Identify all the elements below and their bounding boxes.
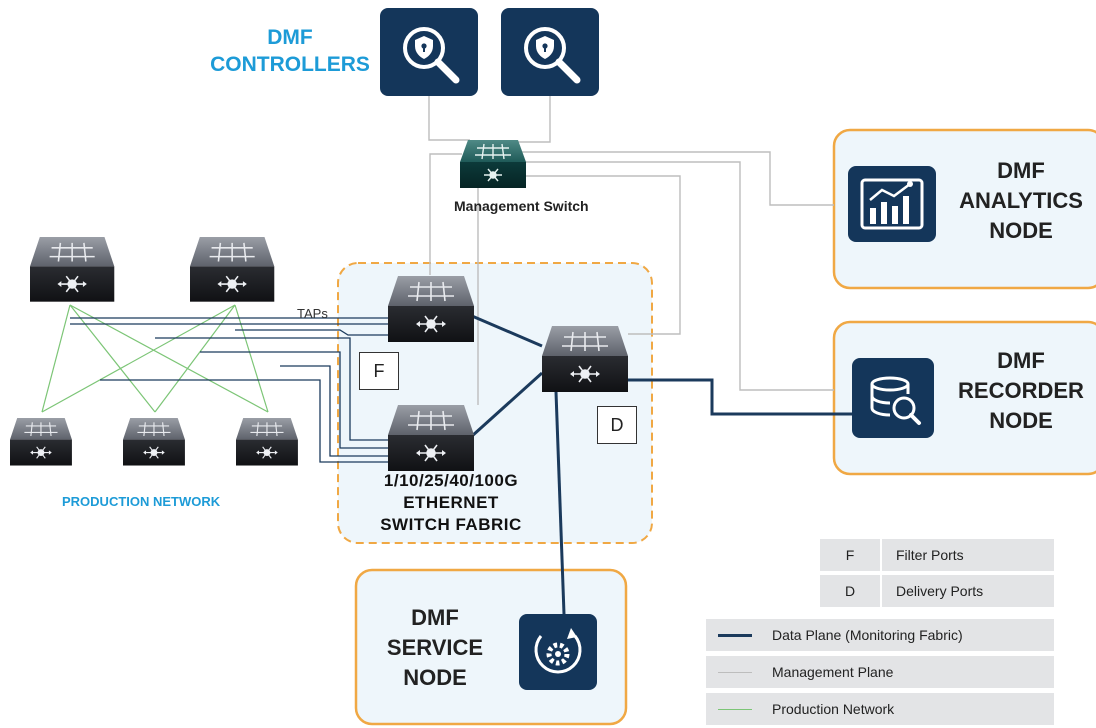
legend-separator xyxy=(880,575,882,607)
taps-label: TAPs xyxy=(297,306,328,321)
delivery-port-marker: D xyxy=(597,406,637,444)
controller-icon[interactable] xyxy=(380,8,478,96)
production-network-label: PRODUCTION NETWORK xyxy=(62,494,221,509)
database-search-icon xyxy=(852,358,934,438)
legend-line-production-network xyxy=(718,708,752,710)
production-switch[interactable] xyxy=(122,417,186,467)
controller-icon[interactable] xyxy=(501,8,599,96)
analytics-node-title: DMF ANALYTICS NODE xyxy=(959,158,1083,243)
production-switch[interactable] xyxy=(189,236,276,303)
filter-port-marker: F xyxy=(359,352,399,390)
production-switch[interactable] xyxy=(9,417,73,467)
production-network-links xyxy=(41,304,269,413)
legend-line-data-plane xyxy=(718,633,752,637)
legend-line-management-plane xyxy=(718,671,752,673)
legend-text: Filter Ports xyxy=(896,547,964,563)
gear-refresh-icon xyxy=(519,614,597,690)
filter-switch[interactable] xyxy=(387,404,475,472)
legend-key: D xyxy=(844,583,856,599)
analytics-chart-icon xyxy=(848,166,936,242)
legend-row-management-plane: Management Plane xyxy=(706,656,1054,688)
legend-row-filter-ports: F Filter Ports xyxy=(820,539,1054,571)
legend-key: F xyxy=(845,547,855,563)
production-switch[interactable] xyxy=(235,417,299,467)
legend-text: Production Network xyxy=(772,701,895,717)
fabric-label: 1/10/25/40/100G ETHERNET SWITCH FABRIC xyxy=(380,471,522,534)
management-plane-links xyxy=(428,96,834,405)
legend-row-delivery-ports: D Delivery Ports xyxy=(820,575,1054,607)
data-plane-links xyxy=(470,314,852,615)
legend-text: Delivery Ports xyxy=(896,583,984,599)
controllers-title: DMF CONTROLLERS xyxy=(210,26,370,76)
recorder-node-title: DMF RECORDER NODE xyxy=(958,348,1084,433)
filter-switch[interactable] xyxy=(387,275,475,343)
service-node-title: DMF SERVICE NODE xyxy=(386,605,484,690)
legend-separator xyxy=(880,539,882,571)
tap-links xyxy=(70,317,388,463)
legend-text: Data Plane (Monitoring Fabric) xyxy=(772,627,963,643)
management-switch-label: Management Switch xyxy=(454,198,589,214)
production-switch[interactable] xyxy=(29,236,116,303)
legend-row-data-plane: Data Plane (Monitoring Fabric) xyxy=(706,619,1054,651)
legend-text: Management Plane xyxy=(772,664,894,680)
core-switch[interactable] xyxy=(541,325,629,393)
management-switch[interactable] xyxy=(459,139,527,189)
legend-row-production-network: Production Network xyxy=(706,693,1054,725)
